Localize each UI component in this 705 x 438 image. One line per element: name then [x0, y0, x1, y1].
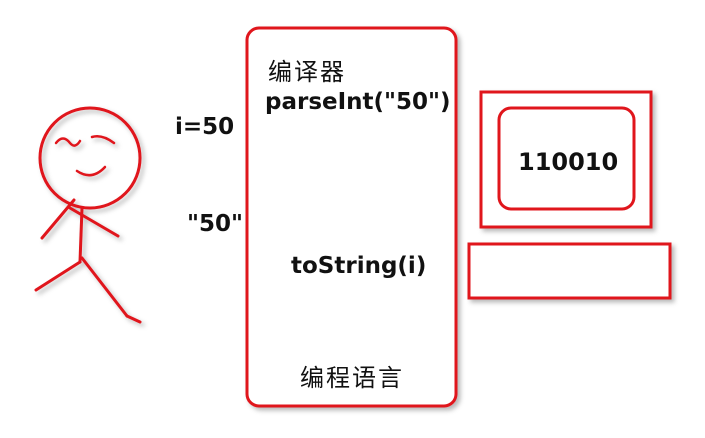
stick-figure-left-leg [34, 260, 82, 292]
stick-figure-right-eye [90, 135, 116, 145]
stick-figure-left-arm [40, 198, 76, 240]
computer-keyboard [467, 242, 672, 300]
variable-label: i=50 [175, 114, 235, 140]
computer-screen [497, 106, 636, 211]
tostring-call-label: toString(i) [291, 253, 427, 279]
string-value-label: "50" [187, 211, 243, 237]
stick-figure-right-arm [68, 206, 120, 238]
language-box-label: 编程语言 [300, 364, 404, 392]
stick-figure-right-foot [125, 314, 142, 324]
binary-value-label: 110010 [518, 148, 619, 176]
computer [467, 90, 672, 300]
stick-figure-head [38, 106, 142, 210]
stick-figure [34, 106, 142, 324]
stick-figure-right-leg [80, 256, 129, 318]
stick-figure-left-eye [54, 137, 82, 147]
parse-call-label: parseInt("50") [265, 89, 451, 115]
language-box [245, 26, 458, 408]
stick-figure-body [78, 206, 84, 264]
compiler-label: 编译器 [268, 58, 346, 86]
stick-figure-mouth [75, 165, 107, 177]
